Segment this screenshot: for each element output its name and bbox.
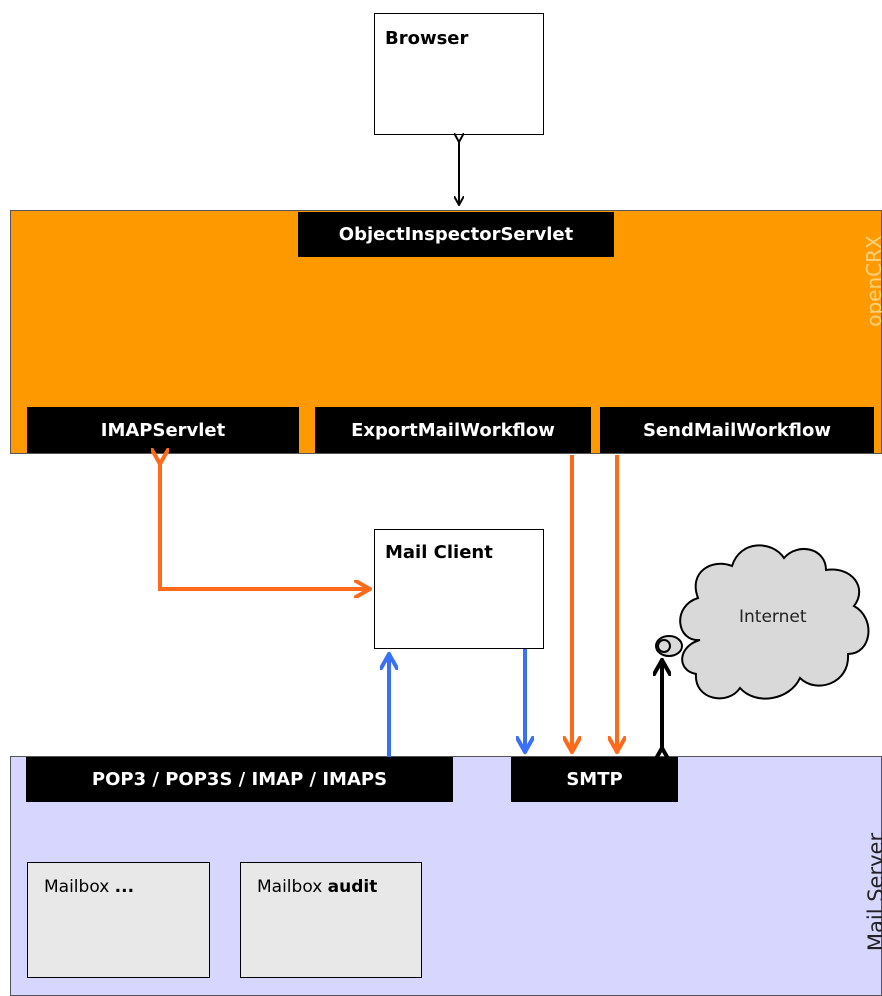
smtp-bar: SMTP	[511, 757, 678, 802]
protocols-bar: POP3 / POP3S / IMAP / IMAPS	[26, 757, 453, 802]
mailbox-name: ...	[114, 877, 135, 897]
export-mail-workflow: ExportMailWorkflow	[315, 407, 591, 453]
send-mail-workflow: SendMailWorkflow	[600, 407, 874, 453]
mail-client-node: Mail Client	[374, 529, 544, 649]
mailbox-audit: Mailbox audit	[240, 862, 422, 978]
mail-client-title: Mail Client	[385, 542, 493, 563]
browser-title: Browser	[385, 28, 469, 49]
browser-node: Browser	[374, 13, 544, 135]
mailbox-prefix: Mailbox	[44, 877, 115, 897]
mailbox-prefix: Mailbox	[257, 877, 328, 897]
mailbox-audit-label: Mailbox audit	[257, 877, 377, 897]
internet-cloud-icon	[655, 544, 870, 700]
imap-mailclient-connector	[160, 462, 368, 589]
mailbox-misc-label: Mailbox ...	[44, 877, 134, 897]
mailbox-misc: Mailbox ...	[27, 862, 210, 978]
object-inspector-servlet: ObjectInspectorServlet	[298, 212, 614, 257]
mailbox-name: audit	[327, 877, 378, 897]
imap-servlet: IMAPServlet	[27, 407, 299, 453]
internet-label: Internet	[739, 607, 807, 627]
